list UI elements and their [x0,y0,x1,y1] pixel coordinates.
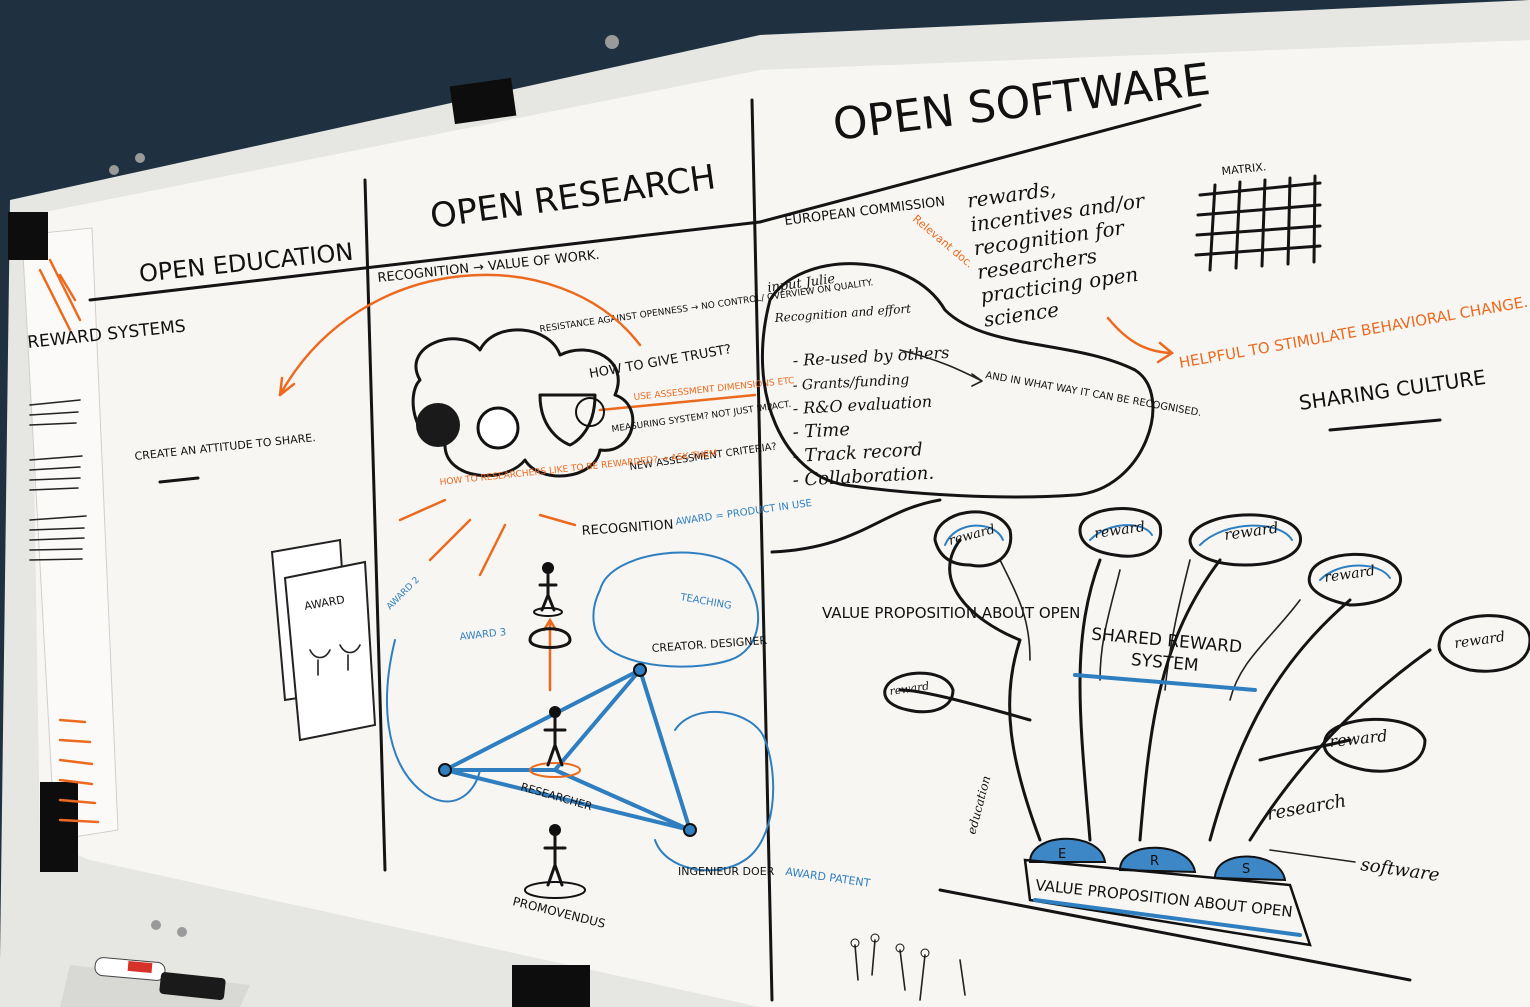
paper-sheet [30,40,1530,1007]
recognition-label: RECOGNITION [581,518,674,539]
magnet [177,927,187,937]
eraser [159,972,226,1000]
rewards-note-container: rewards, incentives and/or recognition f… [965,176,1146,332]
tape [449,77,517,125]
underline [1328,418,1442,432]
circuit-doodle [850,933,966,1001]
reward-label: reward [889,680,930,698]
base-box [1023,858,1312,947]
award3-label: AWARD 3 [459,627,507,643]
matrix-grid [1194,174,1322,272]
magnet [151,920,161,930]
reward-bubbles [883,507,1530,773]
orange-up-arrow [542,617,558,692]
underline [598,393,757,412]
underline [1073,673,1257,692]
reward-tree [898,538,1432,982]
pointer-line [1269,849,1356,863]
person-money-icon [533,562,563,617]
julie-bubble [760,262,1155,499]
researcher-network [438,663,697,837]
header-line [88,103,1202,302]
divider-line [750,98,774,1002]
r-label: R [1150,854,1159,869]
cycle-icon [528,627,572,649]
orange-rays [398,498,577,577]
tape [8,212,48,260]
thought-cloud [411,328,635,478]
divider-line [363,178,387,872]
list-item: - Grants/funding [792,372,909,394]
ers-mounds [1028,837,1287,882]
magnet [605,35,619,49]
divider-line [770,498,942,554]
matrix-label: MATRIX. [1221,160,1267,178]
teaching-bubble [592,551,760,668]
ground-line [938,888,1412,982]
underline [1033,898,1302,937]
orange-arrow [1106,316,1175,364]
orange-arc-arrow [278,273,642,397]
promovendus-figure [524,824,586,899]
tape [512,965,590,1007]
underline [158,476,200,484]
side-sheet [21,227,119,841]
tape [40,782,78,872]
list-item: - Time [792,419,850,443]
arrow [899,349,983,387]
award-cards-icon: AWARD [270,538,377,742]
arrow-head [278,376,296,397]
side-sheet-scribbles [29,258,100,824]
s-label: S [1242,862,1250,877]
magnet [109,165,119,175]
value-prop-label: VALUE PROPOSITION ABOUT OPEN [822,604,1080,622]
ingenieur-label: INGENIEUR DOER [678,865,775,878]
marker-cap [127,960,153,974]
magnet [135,153,145,163]
ingenieur-bubble [654,710,775,872]
scientist-bubble [386,639,481,803]
reward-label: reward [1093,519,1146,542]
e-label: E [1058,847,1066,862]
reward-label: reward [1453,629,1506,652]
reward-label: reward [1323,563,1376,586]
rewards-note: rewards, incentives and/or recognition f… [965,176,1146,332]
